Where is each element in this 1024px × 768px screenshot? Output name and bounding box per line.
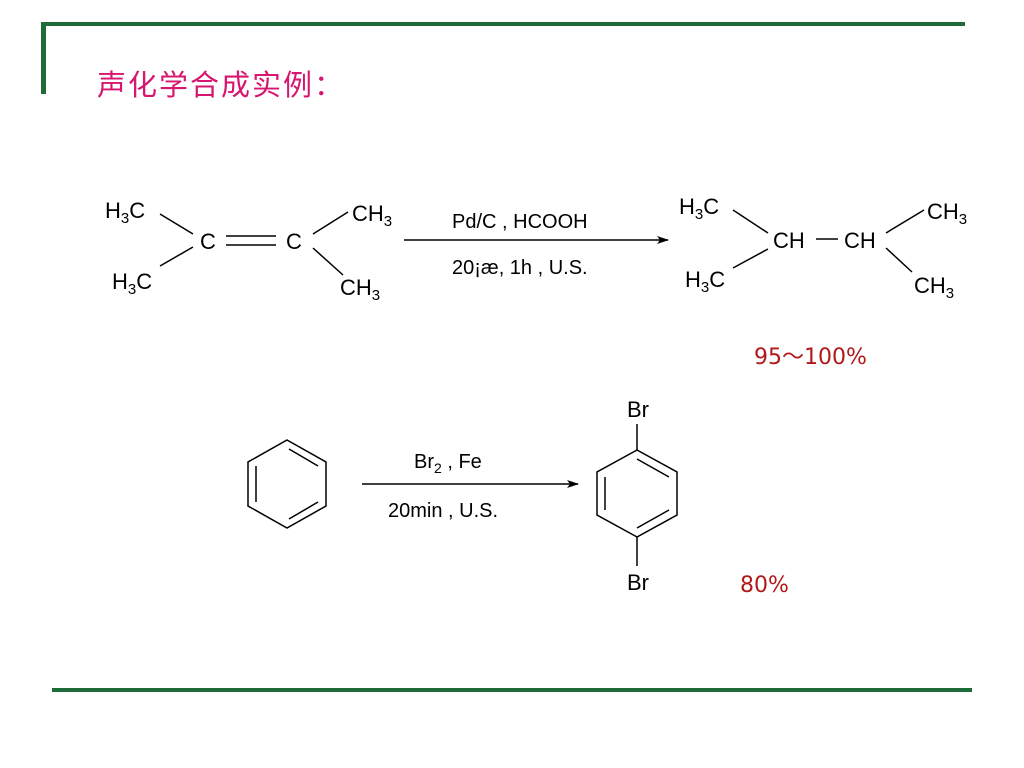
bond-lower-left [159,246,194,267]
reactant-1-structure [159,211,349,276]
dibromobenzene-ring [596,449,678,538]
product-1-bottom-left-group: H3C [685,267,725,296]
frame-top-line [41,22,965,26]
reaction-1-conditions-above: Pd/C , HCOOH [452,211,588,233]
product-1-top-right-group: CH3 [927,199,967,228]
reactant-1-bottom-right-group: CH3 [340,275,380,304]
reactant-1-top-right-group: CH3 [352,201,392,230]
benzene-ring [247,439,327,529]
product-bond-upper-right [885,209,925,234]
frame-left-line [41,22,46,94]
reactant-1-top-left-group: H3C [105,198,145,227]
benzene-inner-bond-2 [288,501,319,520]
product-1-ch-right: CH [844,228,876,253]
product-1-ch-left: CH [773,228,805,253]
reaction-1-conditions-below: 20¡æ, 1h , U.S. [452,257,588,279]
benzene-structure [247,439,327,529]
product-1-bottom-right-group: CH3 [914,273,954,302]
benzene-inner-bond-1 [288,448,319,467]
product-bond-upper-left [732,209,769,234]
reaction-2-conditions-below: 20min , U.S. [388,500,498,522]
reactant-1-carbon-left: C [200,229,216,254]
bond-lower-right [312,247,344,276]
bond-upper-right [312,211,349,235]
product-2-bottom-bromine: Br [627,570,649,595]
frame-bottom-line [52,688,972,692]
reactant-1-carbon-right: C [286,229,302,254]
product-bond-lower-right [885,247,913,273]
dibromobenzene-structure [596,424,678,566]
bond-upper-left [159,213,194,235]
product-bond-lower-left [732,248,769,269]
product-2-top-bromine: Br [627,397,649,422]
product-1-structure [732,209,925,273]
reaction-2-yield: 80% [740,573,789,598]
reactant-1-bottom-left-group: H3C [112,269,152,298]
dibromobenzene-inner-bond-1 [636,458,670,478]
reaction-1-yield: 95～100% [754,345,867,370]
slide-title: 声化学合成实例： [97,68,346,102]
reaction-2-conditions-above: Br2 , Fe [414,451,482,476]
product-1-top-left-group: H3C [679,194,719,223]
dibromobenzene-inner-bond-2 [636,509,670,529]
